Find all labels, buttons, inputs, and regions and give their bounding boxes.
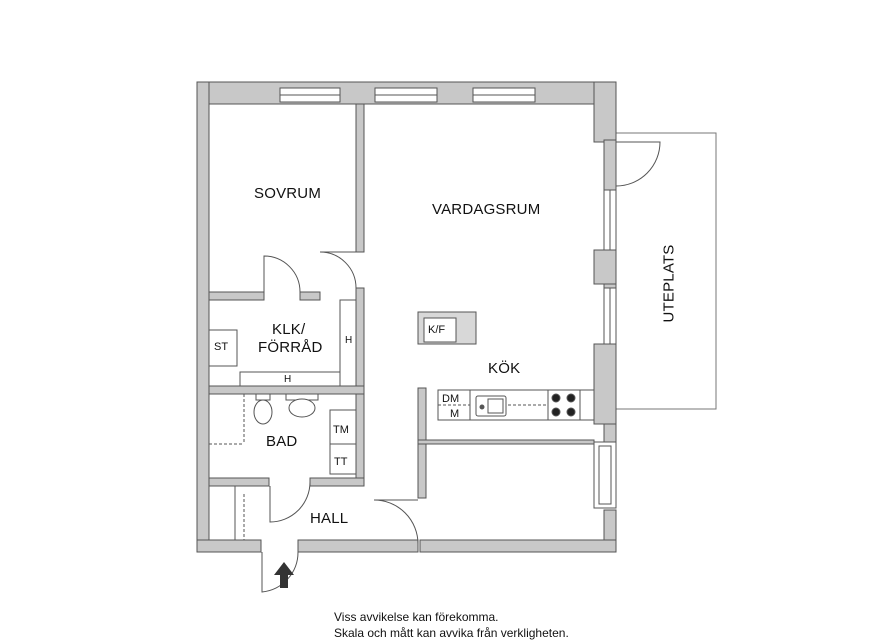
fixture-label-kf: K/F bbox=[428, 324, 446, 336]
kitchen-counter bbox=[437, 389, 595, 421]
closet-shelves bbox=[208, 299, 357, 387]
fixture-label-h-side: H bbox=[345, 335, 353, 346]
room-label-uteplats: UTEPLATS bbox=[660, 244, 678, 323]
fixture-label-dm: DM bbox=[442, 393, 460, 405]
windows-right bbox=[593, 189, 617, 509]
fixture-label-tt: TT bbox=[334, 456, 348, 468]
windows-top bbox=[279, 87, 536, 103]
fixture-label-st: ST bbox=[214, 341, 229, 353]
room-label-hall: HALL bbox=[310, 510, 349, 527]
entrance-arrow-icon bbox=[274, 562, 294, 588]
fixture-label-h-bottom: H bbox=[284, 374, 292, 385]
room-label-kok: KÖK bbox=[488, 360, 521, 377]
fixture-label-tm: TM bbox=[333, 424, 349, 436]
room-label-vardagsrum: VARDAGSRUM bbox=[432, 201, 541, 218]
disclaimer-line1: Viss avvikelse kan förekomma. bbox=[334, 610, 499, 624]
kitchen-fridge bbox=[417, 311, 477, 345]
fixture-label-m: M bbox=[450, 408, 460, 420]
uteplats-area bbox=[613, 132, 717, 410]
room-label-klk: KLK/ bbox=[272, 321, 306, 338]
room-label-forrad: FÖRRÅD bbox=[258, 339, 323, 356]
room-label-bad: BAD bbox=[266, 433, 298, 450]
room-label-sovrum: SOVRUM bbox=[254, 185, 322, 202]
bathroom-fixtures bbox=[208, 393, 357, 541]
disclaimer-line2: Skala och mått kan avvika från verklighe… bbox=[334, 626, 569, 640]
